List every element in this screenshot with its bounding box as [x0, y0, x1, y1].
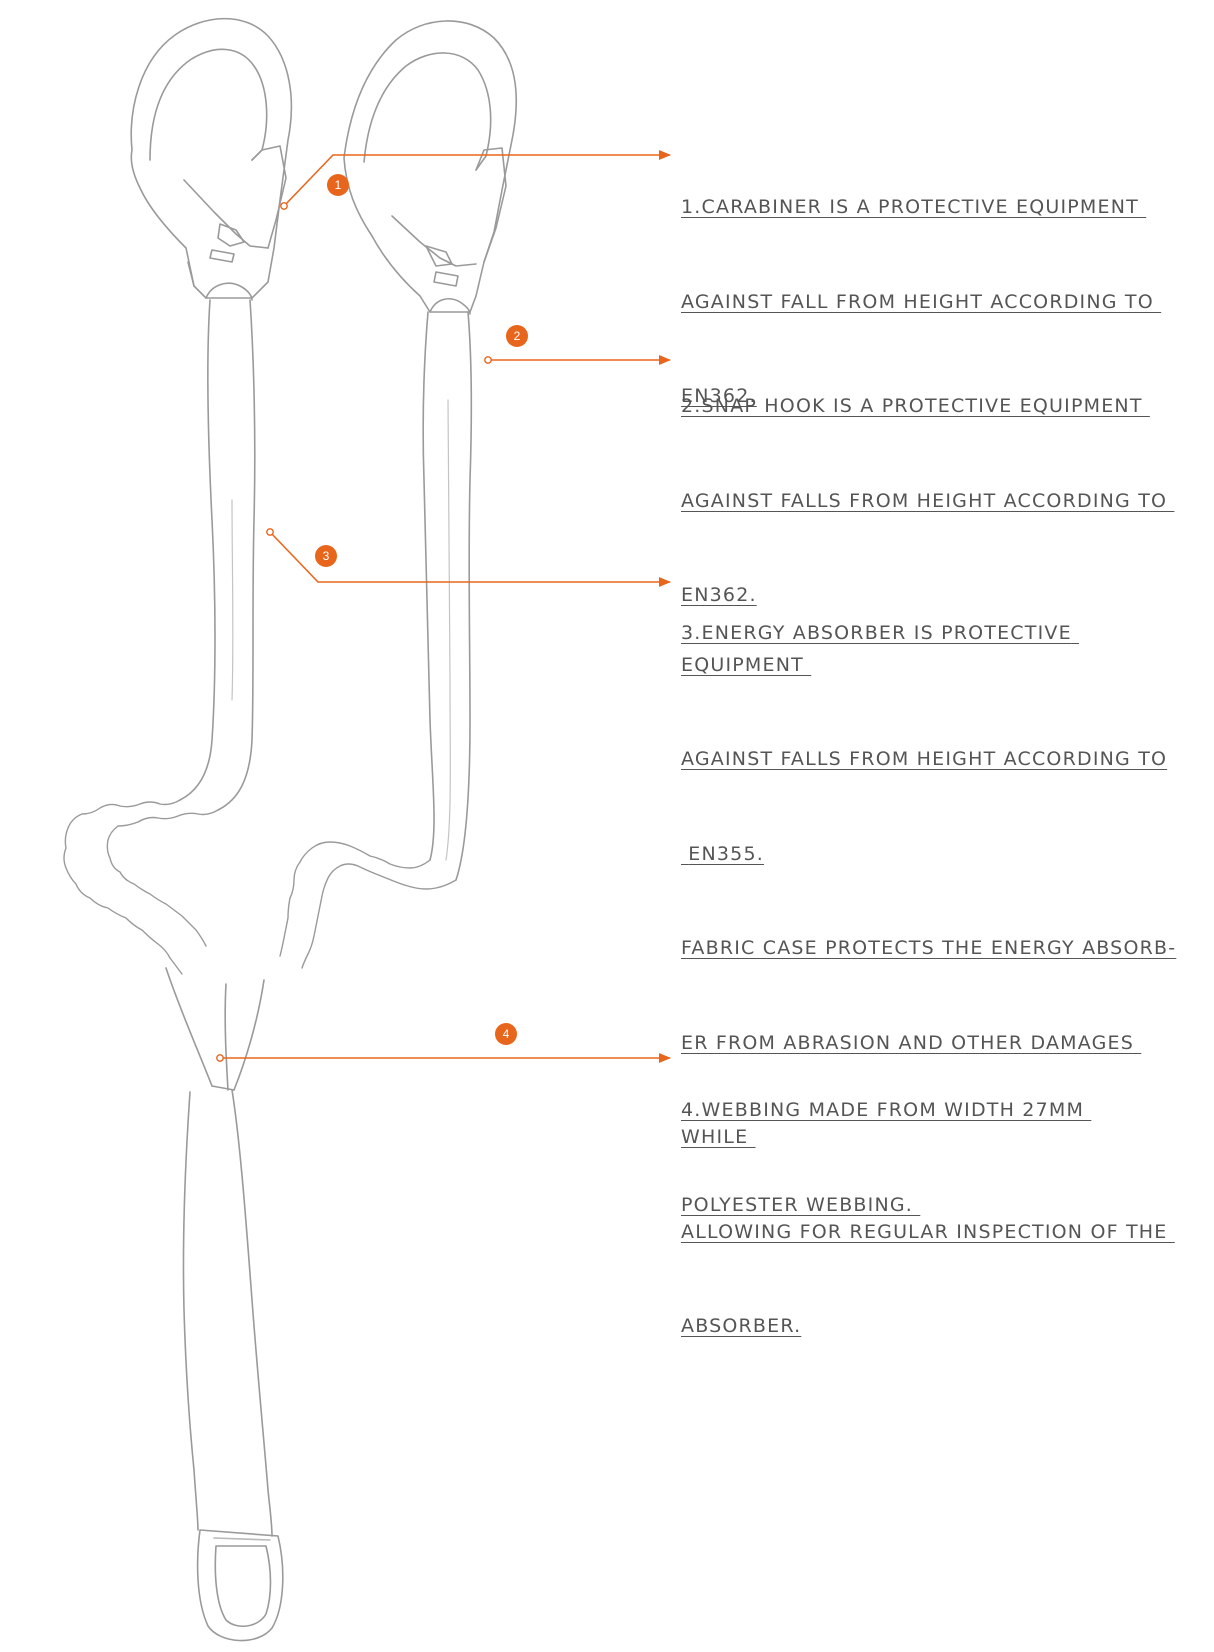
callout-4-line: 4.WEBBING MADE FROM WIDTH 27MM — [681, 1095, 1201, 1127]
callout-3-line: ABSORBER. — [681, 1311, 1201, 1343]
callout-2-line: AGAINST FALLS FROM HEIGHT ACCORDING TO — [681, 486, 1201, 518]
lanyard-illustration — [64, 19, 516, 1641]
callout-3-line: AGAINST FALLS FROM HEIGHT ACCORDING TO — [681, 744, 1201, 776]
callout-leader-4 — [217, 1055, 670, 1061]
callout-marker-4-number: 4 — [503, 1027, 510, 1041]
callout-2-line: 2.SNAP HOOK IS A PROTECTIVE EQUIPMENT — [681, 391, 1201, 423]
callout-marker-2-number: 2 — [514, 329, 521, 343]
y-junction — [166, 968, 264, 1090]
left-carabiner — [131, 19, 291, 300]
callout-3-line: FABRIC CASE PROTECTS THE ENERGY ABSORB- — [681, 933, 1201, 965]
callout-leaders — [217, 155, 670, 1061]
callout-3-line: 3.ENERGY ABSORBER IS PROTECTIVE EQUIPMEN… — [681, 618, 1201, 681]
callout-leader-2 — [485, 357, 670, 363]
callout-marker-3: 3 — [315, 545, 337, 567]
callout-1-line: AGAINST FALL FROM HEIGHT ACCORDING TO — [681, 287, 1201, 319]
callout-marker-4: 4 — [495, 1023, 517, 1045]
callout-1-line: 1.CARABINER IS A PROTECTIVE EQUIPMENT — [681, 192, 1201, 224]
callout-marker-3-number: 3 — [323, 549, 330, 563]
left-absorber-upper — [180, 300, 255, 810]
callout-3-line: EN355. — [681, 839, 1201, 871]
callout-marker-2: 2 — [506, 325, 528, 347]
left-lanyard-loop — [64, 800, 218, 974]
lower-webbing — [183, 1090, 272, 1536]
callout-text-webbing: 4.WEBBING MADE FROM WIDTH 27MM POLYESTER… — [681, 1032, 1201, 1253]
callout-marker-1-number: 1 — [335, 178, 342, 192]
right-absorber-upper — [423, 312, 471, 880]
bottom-loop — [198, 1530, 283, 1641]
callout-4-line: POLYESTER WEBBING. — [681, 1190, 1201, 1222]
right-lanyard-loop — [280, 842, 456, 968]
callout-marker-1: 1 — [327, 174, 349, 196]
right-snap-hook — [344, 21, 516, 314]
